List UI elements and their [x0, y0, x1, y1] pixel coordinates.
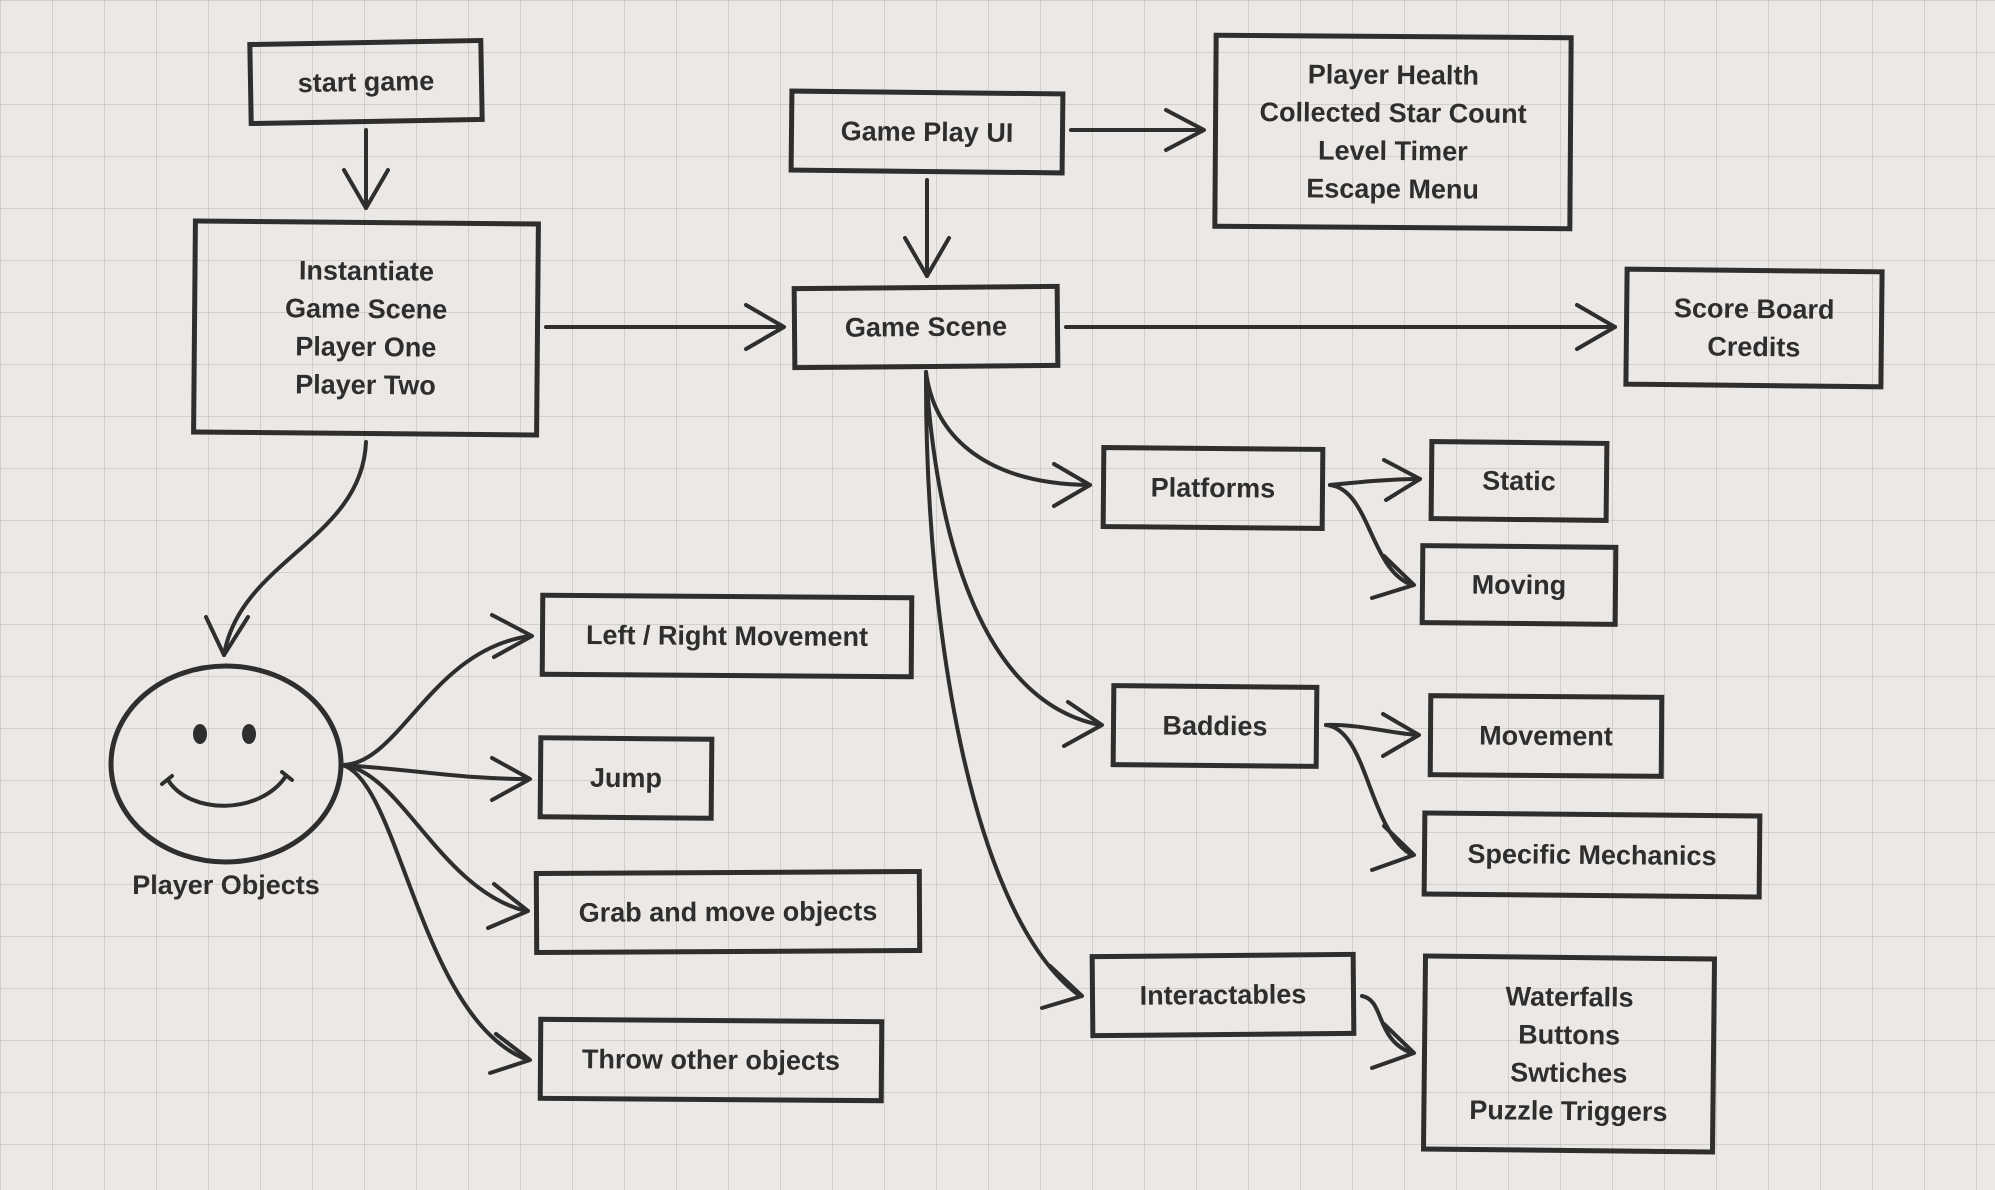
platforms-box: Platforms: [1100, 445, 1326, 531]
throw-text: Throw other objects: [581, 1044, 841, 1076]
interactable-type-line: Buttons: [1518, 1019, 1621, 1051]
arrow-game-scene-to-interactables: [923, 370, 1082, 998]
baddies-box: Baddies: [1110, 683, 1320, 769]
score-board-line: Score Board: [1673, 293, 1835, 325]
game-play-ui-text: Game Play UI: [840, 116, 1014, 148]
arrowhead: [744, 303, 786, 351]
interactable-type-line: Puzzle Triggers: [1469, 1094, 1668, 1128]
arrowhead: [1164, 108, 1206, 152]
ui-element-line: Collected Star Count: [1259, 97, 1527, 129]
arrowhead: [1052, 462, 1092, 508]
arrow-instantiate-to-player: [222, 440, 368, 657]
specific-mechanics-text: Specific Mechanics: [1467, 838, 1717, 872]
smiley-mouth-right-dimple: [280, 770, 294, 782]
score-board-box: Score Board Credits: [1623, 266, 1885, 390]
arrow-platforms-to-static: [1328, 477, 1422, 487]
arrow-game-scene-to-baddies: [924, 370, 1102, 727]
arrowhead: [903, 236, 951, 278]
platforms-text: Platforms: [1150, 472, 1276, 504]
interactable-type-line: Swtiches: [1510, 1057, 1628, 1089]
interactables-box: Interactables: [1089, 951, 1357, 1039]
score-board-line: Credits: [1707, 331, 1801, 363]
static-box: Static: [1428, 439, 1610, 523]
game-scene-text: Game Scene: [844, 311, 1008, 343]
arrowhead: [1370, 1022, 1416, 1070]
static-text: Static: [1482, 465, 1556, 497]
grab-move-box: Grab and move objects: [533, 868, 923, 956]
ui-elements-box: Player Health Collected Star Count Level…: [1212, 32, 1574, 232]
arrowhead: [1381, 712, 1421, 758]
arrowhead: [1382, 458, 1422, 502]
instantiate-line: Game Scene: [284, 293, 448, 325]
arrowhead: [486, 882, 530, 930]
arrowhead: [490, 613, 534, 659]
player-objects-label: Player Objects: [132, 870, 320, 900]
arrowhead: [1040, 964, 1084, 1010]
arrow-baddies-to-mechanics: [1324, 723, 1414, 857]
smiley-face-icon: [108, 663, 344, 865]
interactable-types-box: Waterfalls Buttons Swtiches Puzzle Trigg…: [1420, 953, 1718, 1155]
moving-text: Moving: [1471, 569, 1567, 601]
game-scene-box: Game Scene: [791, 283, 1061, 371]
arrow-interactables-to-types: [1360, 994, 1414, 1055]
start-game-box: start game: [247, 37, 485, 127]
arrow-baddies-to-movement: [1324, 722, 1419, 737]
arrowhead: [1370, 554, 1416, 600]
arrowhead: [204, 615, 250, 657]
instantiate-line: Instantiate: [298, 255, 435, 287]
start-game-text: start game: [297, 65, 435, 99]
ui-element-line: Level Timer: [1317, 135, 1468, 167]
jump-text: Jump: [589, 762, 663, 794]
smiley-left-eye: [193, 724, 207, 744]
throw-box: Throw other objects: [537, 1016, 885, 1104]
left-right-movement-box: Left / Right Movement: [539, 592, 915, 680]
movement-text: Movement: [1479, 720, 1613, 752]
ui-element-line: Escape Menu: [1306, 173, 1479, 205]
arrowhead: [1370, 824, 1416, 872]
instantiate-line: Player Two: [295, 369, 436, 401]
interactables-text: Interactables: [1139, 979, 1307, 1011]
arrow-player-to-jump: [340, 763, 530, 781]
instantiate-box: Instantiate Game Scene Player One Player…: [191, 218, 541, 438]
arrowhead: [1575, 303, 1617, 351]
smiley-right-eye: [242, 724, 256, 744]
grab-move-text: Grab and move objects: [578, 896, 878, 928]
arrowhead: [488, 1032, 532, 1075]
game-play-ui-box: Game Play UI: [788, 88, 1066, 176]
smiley-mouth-left-dimple: [160, 774, 174, 786]
arrow-platforms-to-moving: [1328, 483, 1414, 587]
instantiate-line: Player One: [295, 331, 437, 363]
jump-box: Jump: [537, 735, 715, 821]
moving-box: Moving: [1419, 543, 1619, 627]
arrow-player-to-left-right: [340, 634, 532, 767]
arrow-player-to-grab: [340, 763, 528, 913]
ui-element-line: Player Health: [1307, 59, 1480, 91]
arrowhead: [342, 168, 390, 210]
baddies-text: Baddies: [1162, 710, 1268, 742]
arrowhead: [490, 756, 532, 802]
smiley-mouth: [166, 774, 288, 808]
specific-mechanics-box: Specific Mechanics: [1421, 810, 1763, 900]
movement-box: Movement: [1427, 693, 1665, 779]
arrow-player-to-throw: [340, 763, 530, 1062]
left-right-movement-text: Left / Right Movement: [585, 620, 869, 652]
arrowhead: [1062, 700, 1104, 748]
interactable-type-line: Waterfalls: [1505, 981, 1634, 1013]
arrow-game-scene-to-platforms: [924, 370, 1092, 487]
